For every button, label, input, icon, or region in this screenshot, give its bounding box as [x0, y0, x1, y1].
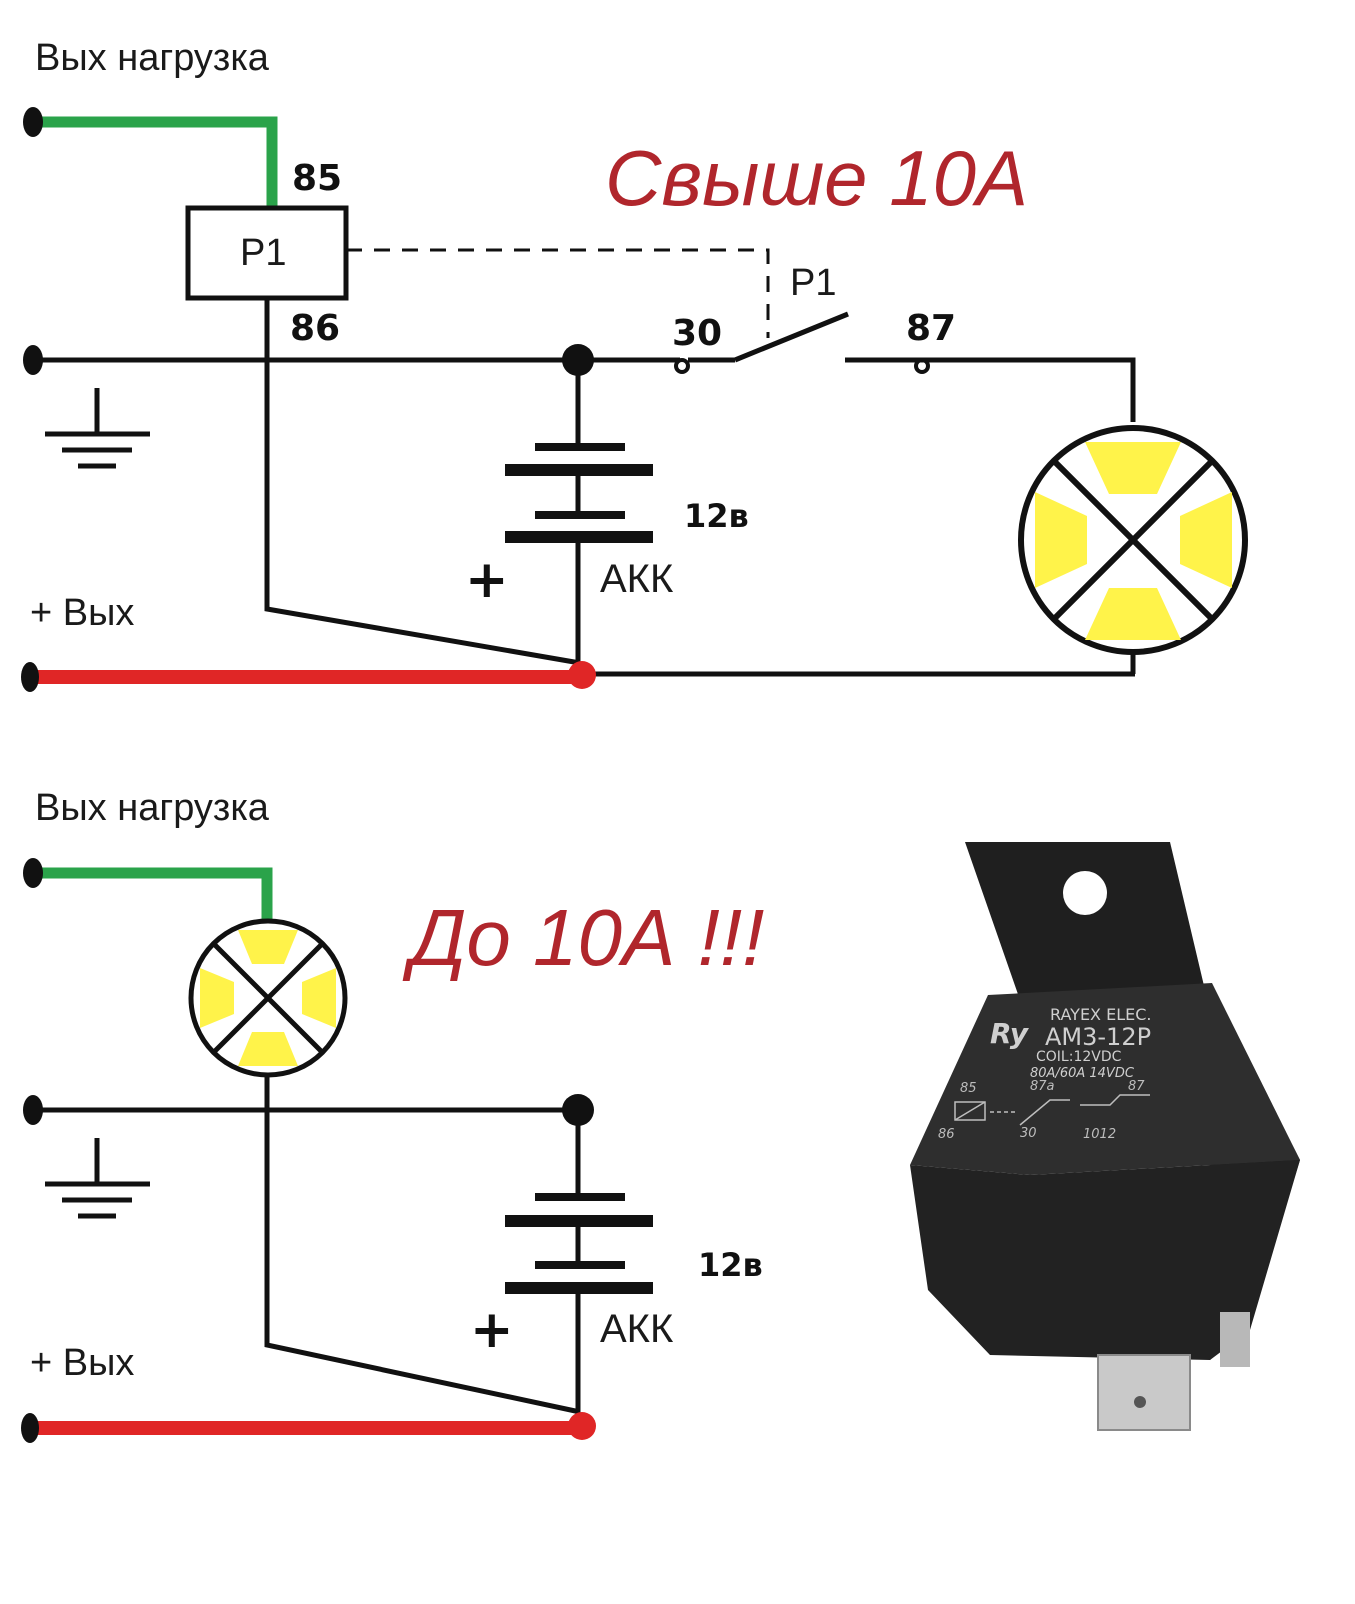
top-battery-plus: +	[465, 550, 509, 610]
relay-top-face	[910, 983, 1300, 1175]
top-plus-node	[568, 661, 596, 689]
bottom-plus-node	[568, 1412, 596, 1440]
top-switch-blade	[734, 311, 849, 363]
top-diagram: Вых нагрузка Свыше 10А P1 85 86 P1 30 87	[21, 37, 1248, 692]
top-battery-icon	[505, 360, 653, 672]
top-coil-lead	[264, 298, 581, 666]
bottom-load-label: Вых нагрузка	[35, 787, 270, 829]
relay-mount-hole	[1063, 871, 1107, 915]
top-pin-86: 86	[290, 308, 340, 349]
top-load-label: Вых нагрузка	[35, 37, 270, 79]
relay-photo: RAYEX ELEC. Ry AM3-12P COIL:12VDC 80A/60…	[910, 842, 1300, 1431]
top-load-wire	[35, 116, 278, 208]
bottom-plus-label: + Вых	[30, 1342, 134, 1384]
relay-brand: RAYEX ELEC.	[1050, 1005, 1152, 1024]
relay-mark-86: 86	[938, 1127, 955, 1142]
top-relay-switch-label: P1	[790, 262, 836, 304]
bottom-plus-terminal	[21, 1413, 39, 1443]
relay-pin-blade	[1097, 1354, 1191, 1431]
relay-schematic-icon	[954, 1094, 1150, 1126]
bottom-ground-icon	[45, 1138, 150, 1219]
relay-rating: 80A/60A 14VDC	[1030, 1066, 1135, 1081]
bottom-load-wire	[35, 867, 273, 922]
top-voltage: 12в	[684, 497, 749, 535]
relay-bracket	[965, 842, 1205, 1000]
bottom-battery-plus: +	[470, 1300, 514, 1360]
relay-mark-code: 1012	[1083, 1127, 1116, 1142]
bottom-load-terminal	[23, 858, 43, 888]
bottom-lamp-lead	[264, 1075, 581, 1415]
bottom-lamp-icon	[188, 918, 348, 1078]
top-plus-terminal	[21, 662, 39, 692]
top-ground-icon	[45, 388, 150, 469]
relay-coil: COIL:12VDC	[1036, 1049, 1122, 1065]
top-battery-label: АКК	[600, 557, 674, 601]
bottom-voltage: 12в	[698, 1246, 763, 1284]
top-pin-87: 87	[906, 308, 956, 349]
bottom-diagram: Вых нагрузка До 10А !!!	[21, 787, 764, 1443]
top-plus-label: + Вых	[30, 592, 134, 634]
top-lamp-icon	[1018, 425, 1248, 655]
relay-pin-hole	[1134, 1396, 1146, 1408]
top-contact-30	[674, 358, 690, 374]
bottom-battery-label: АКК	[600, 1307, 674, 1351]
relay-mark-30: 30	[1020, 1126, 1037, 1141]
top-load-terminal	[23, 107, 43, 137]
relay-model: AM3-12P	[1045, 1023, 1151, 1051]
relay-pin-side	[1220, 1312, 1250, 1367]
top-ground-terminal	[23, 345, 43, 375]
relay-mark-85: 85	[960, 1081, 977, 1096]
bottom-ground-terminal	[23, 1095, 43, 1125]
top-switch-lead-out	[845, 357, 1136, 422]
relay-front-face	[910, 1160, 1300, 1360]
bottom-title: До 10А !!!	[402, 893, 764, 982]
top-relay-coil-label: P1	[240, 232, 286, 274]
top-pin-30: 30	[672, 313, 722, 354]
top-relay-link	[346, 248, 770, 338]
relay-mark-87: 87	[1128, 1079, 1145, 1094]
top-title: Свыше 10А	[605, 134, 1028, 222]
relay-logo: Ry	[990, 1017, 1030, 1050]
bottom-battery-icon	[505, 1110, 653, 1420]
relay-mark-87a: 87a	[1030, 1079, 1055, 1094]
top-pin-85: 85	[292, 158, 342, 199]
